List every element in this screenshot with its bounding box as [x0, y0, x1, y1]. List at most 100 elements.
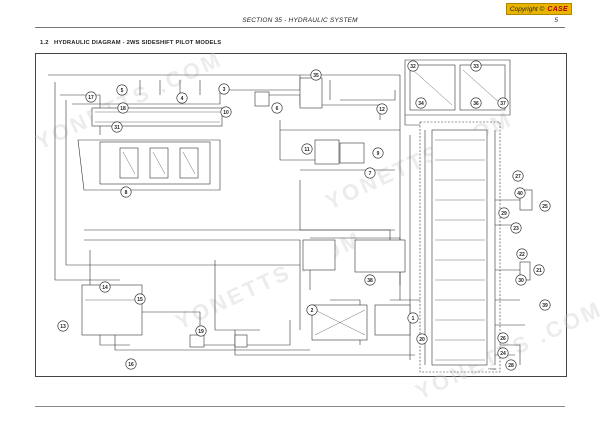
callout-circle-14 [99, 281, 111, 293]
callout-label-23: 23 [513, 226, 519, 232]
callout-label-21: 21 [536, 268, 542, 274]
shuttle-valve-block [354, 239, 406, 273]
callout-label-19: 19 [198, 329, 204, 335]
callout-circle-2 [306, 304, 318, 316]
callout-label-39: 39 [542, 303, 548, 309]
filter [234, 334, 248, 348]
callout-circle-16 [125, 358, 137, 370]
copyright-text: Copyright © [509, 5, 545, 13]
callout-circle-3 [218, 83, 230, 95]
callout-label-20: 20 [419, 337, 425, 343]
callout-label-3: 3 [223, 87, 226, 93]
callout-label-6: 6 [276, 106, 279, 112]
callout-label-18: 18 [120, 106, 126, 112]
valve-details [85, 69, 503, 361]
callout-label-33: 33 [473, 64, 479, 70]
cooler [189, 334, 205, 348]
priority-valve [302, 239, 336, 271]
callout-label-22: 22 [519, 252, 525, 258]
callout-circle-25 [539, 200, 551, 212]
pilot-valve-bank [91, 107, 223, 127]
callout-label-4: 4 [181, 96, 184, 102]
callout-circle-6 [271, 102, 283, 114]
callout-circle-20 [416, 333, 428, 345]
callout-circle-32 [407, 60, 419, 72]
callout-label-13: 13 [60, 324, 66, 330]
callout-label-15: 15 [137, 297, 143, 303]
callout-label-34: 34 [418, 101, 424, 107]
section-title: SECTION 35 - HYDRAULIC SYSTEM [242, 17, 358, 24]
callout-label-10: 10 [223, 110, 229, 116]
callout-label-12: 12 [379, 107, 385, 113]
callout-circle-5 [116, 84, 128, 96]
callout-circle-12 [376, 103, 388, 115]
steering-cylinder [374, 304, 411, 336]
callout-label-17: 17 [88, 95, 94, 101]
callout-label-38: 38 [367, 278, 373, 284]
hydraulic-tank [81, 284, 143, 336]
circuit-lines [48, 59, 525, 373]
callout-group: 1234567891011121314151617181920212223242… [57, 60, 551, 371]
callout-circle-35 [310, 69, 322, 81]
callout-label-24: 24 [500, 351, 506, 357]
steering-unit [311, 304, 368, 341]
callout-label-26: 26 [500, 336, 506, 342]
callout-label-11: 11 [304, 147, 310, 153]
callout-circle-13 [57, 320, 69, 332]
callout-circle-18 [117, 102, 129, 114]
callout-circle-11 [301, 143, 313, 155]
callout-circle-37 [497, 97, 509, 109]
footer-rule [35, 406, 565, 407]
heading-title: HYDRAULIC DIAGRAM - 2WS SIDESHIFT PILOT … [54, 40, 222, 46]
callout-circle-7 [364, 167, 376, 179]
callout-label-31: 31 [114, 125, 120, 131]
callout-circle-8 [120, 186, 132, 198]
callout-label-28: 28 [508, 363, 514, 369]
callout-circle-26 [497, 332, 509, 344]
callout-label-5: 5 [121, 88, 124, 94]
callout-circle-30 [515, 274, 527, 286]
callout-circle-17 [85, 91, 97, 103]
callout-label-2: 2 [311, 308, 314, 314]
callout-label-29: 29 [501, 211, 507, 217]
copyright-badge: Copyright © CASE [505, 3, 572, 15]
page-number: 5 [554, 17, 558, 24]
callout-circle-10 [220, 106, 232, 118]
callout-circle-1 [407, 312, 419, 324]
callout-label-40: 40 [517, 191, 523, 197]
callout-label-35: 35 [313, 73, 319, 79]
figure-reference: 77090 [488, 367, 497, 371]
callout-label-9: 9 [377, 151, 380, 157]
brand-logo: CASE [547, 5, 568, 13]
callout-label-7: 7 [369, 171, 372, 177]
callout-circle-22 [516, 248, 528, 260]
callout-circle-39 [539, 299, 551, 311]
callout-circle-9 [372, 147, 384, 159]
callout-label-37: 37 [500, 101, 506, 107]
callout-circle-15 [134, 293, 146, 305]
callout-label-16: 16 [128, 362, 134, 368]
callout-circle-19 [195, 325, 207, 337]
callout-circle-36 [470, 97, 482, 109]
callout-label-36: 36 [473, 101, 479, 107]
callout-circle-27 [512, 170, 524, 182]
watermark-text-1: YONETTS .COM [32, 46, 227, 155]
header-rule [35, 27, 565, 28]
solenoid-valve [254, 91, 270, 107]
relief-valve [339, 142, 365, 164]
component-blocks [81, 64, 533, 366]
callout-label-1: 1 [412, 316, 415, 322]
callout-label-32: 32 [410, 64, 416, 70]
callout-circle-24 [497, 347, 509, 359]
loader-valve-stack [431, 129, 488, 366]
callout-circle-29 [498, 207, 510, 219]
callout-circle-34 [415, 97, 427, 109]
pressure-valve [314, 139, 340, 165]
callout-circle-33 [470, 60, 482, 72]
callout-circle-28 [505, 359, 517, 371]
callout-label-30: 30 [518, 278, 524, 284]
accumulator-valve [299, 77, 323, 109]
